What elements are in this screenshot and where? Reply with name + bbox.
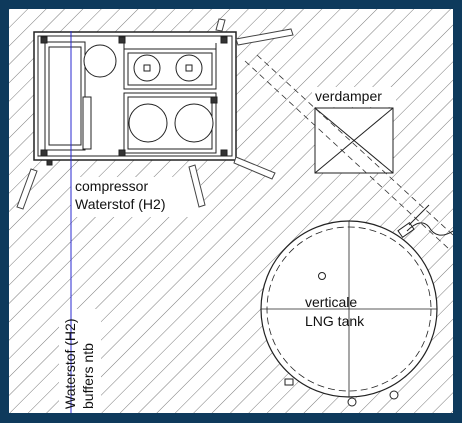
lng-tank [260, 204, 453, 407]
label-compressor-line1: compressor [75, 178, 148, 194]
drawing-canvas: compressor Waterstof (H2) verdamper vert… [9, 9, 453, 413]
verdamper-unit [314, 107, 394, 174]
compressor-unit [33, 31, 237, 166]
label-tank-line1: verticale [305, 294, 357, 310]
label-backdrop-verdamper [312, 87, 396, 107]
label-verdamper: verdamper [315, 88, 382, 104]
site-plan-drawing: compressor Waterstof (H2) verdamper vert… [9, 9, 453, 413]
support-legs [16, 18, 294, 210]
label-compressor-line2: Waterstof (H2) [75, 196, 166, 212]
label-buffers-line2: buffers ntb [80, 343, 96, 409]
label-buffers-line1: Waterstof (H2) [62, 319, 78, 410]
label-tank-line2: LNG tank [305, 313, 365, 329]
label-backdrop-compressor [71, 177, 201, 217]
label-backdrop-buffers [59, 309, 101, 413]
piping-lines [244, 54, 453, 250]
